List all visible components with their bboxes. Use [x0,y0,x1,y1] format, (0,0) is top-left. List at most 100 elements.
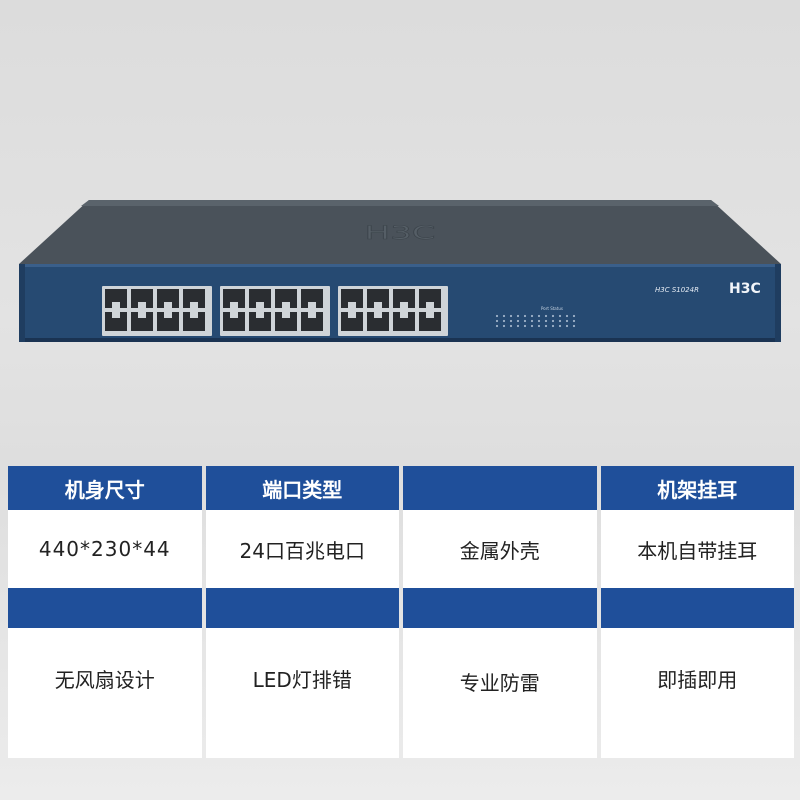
status-led [509,319,513,323]
status-led [530,314,534,318]
port-latch [256,312,264,318]
status-led [509,314,513,318]
status-led [544,324,548,328]
port-latch [190,312,198,318]
spec-header-blank [403,466,597,510]
rj45-port [105,289,127,308]
status-led [495,314,499,318]
spec-band-3 [403,588,597,628]
status-led [572,314,576,318]
status-led [572,319,576,323]
status-led [537,319,541,323]
status-led [523,314,527,318]
feature-lightning-protection: 专业防雷 [403,628,597,758]
status-led [516,324,520,328]
rj45-port [223,312,245,331]
spec-value-casing: 金属外壳 [403,510,597,588]
spec-value-rack-ears: 本机自带挂耳 [600,510,794,588]
port-latch [138,312,146,318]
rj45-port [341,312,363,331]
port-latch [256,302,264,308]
rj45-port [183,312,205,331]
product-photo: H3C Port Status H3C S1024R H3C [19,200,781,342]
status-led [502,324,506,328]
status-led [551,319,555,323]
spec-band-4 [600,588,794,628]
rj45-port [275,312,297,331]
status-led [565,319,569,323]
spec-value-size: 440*230*44 [8,510,202,588]
port-latch [230,312,238,318]
port-latch [426,312,434,318]
port-latch [164,312,172,318]
port-latch [308,302,316,308]
status-led [523,324,527,328]
status-led [530,319,534,323]
port-status-label: Port Status [541,306,563,311]
spec-band-2 [205,588,399,628]
rj45-port [301,289,323,308]
port-latch [190,302,198,308]
rj45-port [419,289,441,308]
spec-header-size: 机身尺寸 [8,466,202,510]
status-led [509,324,513,328]
port-latch [164,302,172,308]
ethernet-ports [102,286,448,336]
rj45-port [131,289,153,308]
port-latch [374,302,382,308]
network-switch-image: H3C Port Status H3C S1024R H3C [19,200,781,342]
status-led [502,319,506,323]
status-led [530,324,534,328]
status-led [523,319,527,323]
rj45-port [157,289,179,308]
rj45-port [249,289,271,308]
status-led [537,314,541,318]
rj45-port [367,312,389,331]
rj45-port [183,289,205,308]
spec-table: 机身尺寸 端口类型 机架挂耳 440*230*44 24口百兆电口 金属外壳 本… [8,466,794,800]
port-latch [308,312,316,318]
port-latch [374,312,382,318]
status-led [558,319,562,323]
spec-value-port-type: 24口百兆电口 [205,510,399,588]
rj45-port [223,289,245,308]
port-latch [348,312,356,318]
rj45-port [157,312,179,331]
rj45-port [249,312,271,331]
port-latch [400,302,408,308]
status-led-panel [495,314,576,328]
status-led [558,324,562,328]
port-latch [282,312,290,318]
port-latch [282,302,290,308]
status-led [502,314,506,318]
port-latch [112,312,120,318]
port-latch [230,302,238,308]
status-led [516,314,520,318]
status-led [544,319,548,323]
rj45-port [419,312,441,331]
status-led [551,314,555,318]
top-logo-emboss: H3C [365,223,436,244]
rj45-port [393,289,415,308]
status-led [544,314,548,318]
status-led [572,324,576,328]
port-latch [426,302,434,308]
chassis-top [19,200,781,264]
port-latch [400,312,408,318]
status-led [565,324,569,328]
spec-band-1 [8,588,202,628]
feature-fanless: 无风扇设计 [8,628,202,758]
rj45-port [301,312,323,331]
port-latch [138,302,146,308]
status-led [558,314,562,318]
spec-header-port-type: 端口类型 [205,466,399,510]
spec-header-rack-ears: 机架挂耳 [600,466,794,510]
brand-logo: H3C [729,281,761,297]
port-latch [112,302,120,308]
rj45-port [131,312,153,331]
rj45-port [367,289,389,308]
port-latch [348,302,356,308]
rj45-port [275,289,297,308]
rj45-port [341,289,363,308]
status-led [551,324,555,328]
